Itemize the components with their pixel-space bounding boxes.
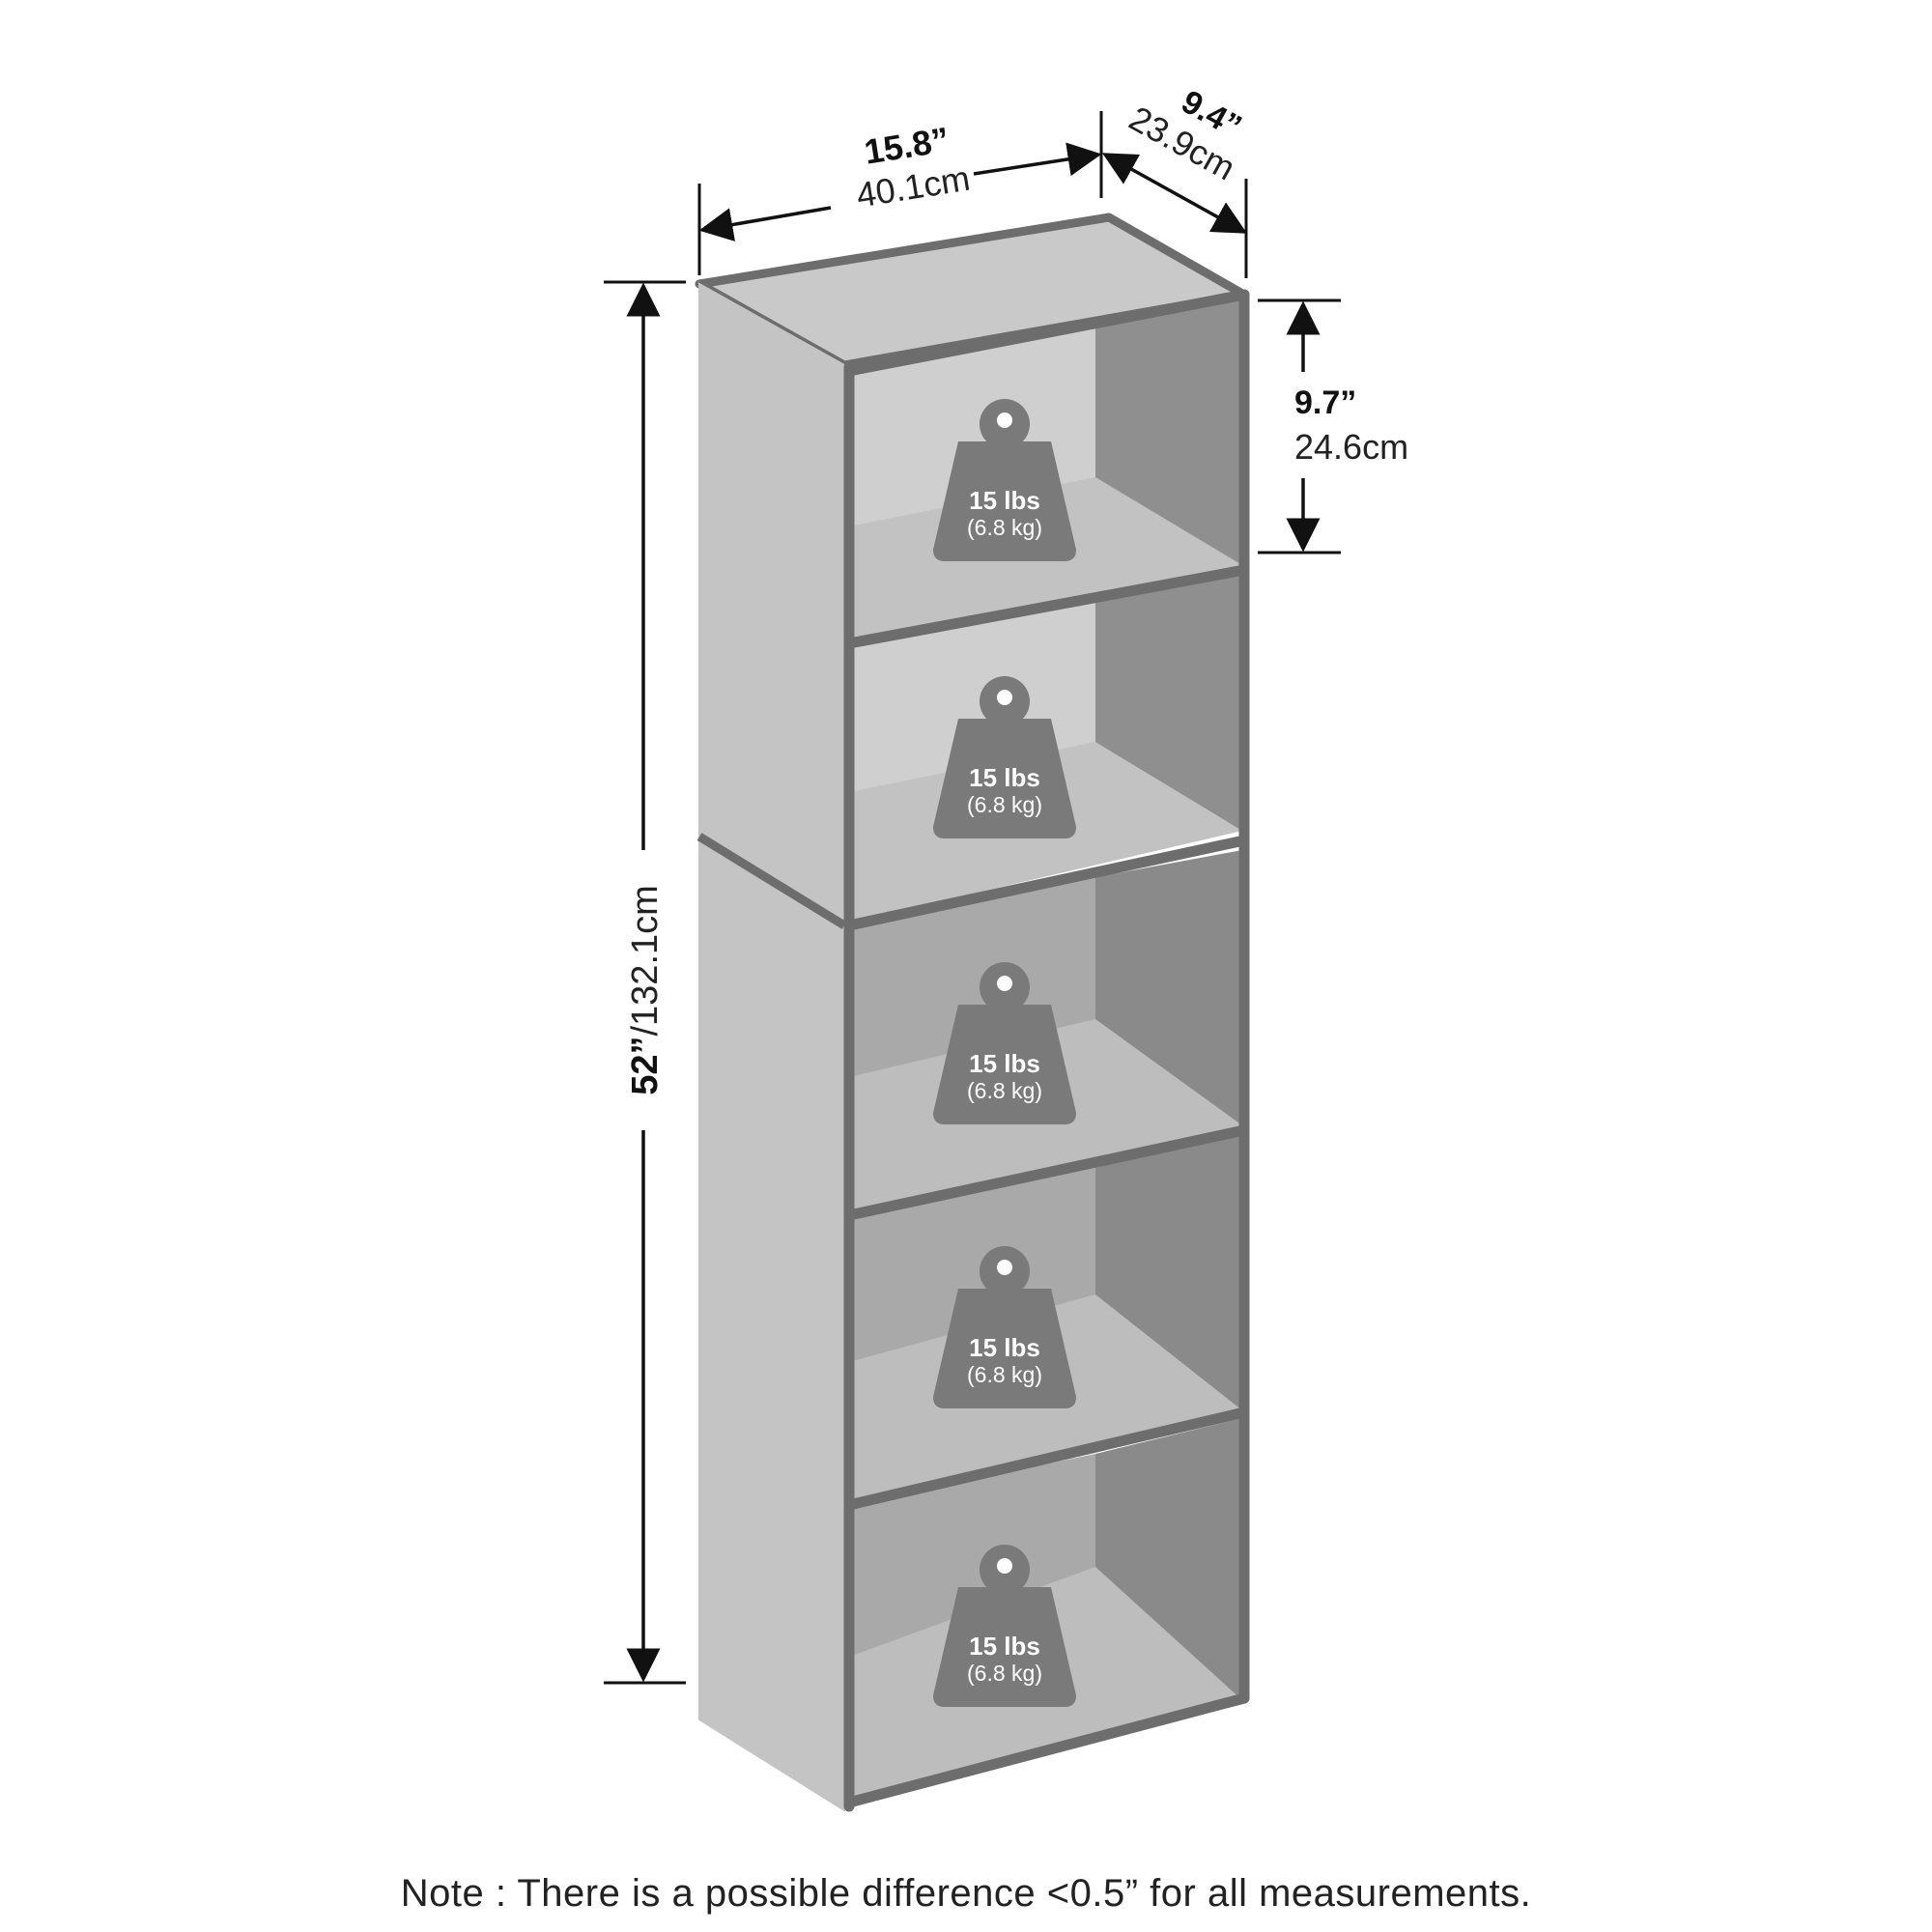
height-dimension: 52”/132.1cm xyxy=(604,280,686,1685)
shelf-height-dimension: 9.7” 24.6cm xyxy=(1258,298,1408,554)
height-inches-label: 52” xyxy=(625,1037,666,1095)
weight-kg-label: (6.8 kg) xyxy=(967,1078,1042,1103)
weight-icon-3: 15 lbs (6.8 kg) xyxy=(933,962,1076,1124)
weight-lbs-label: 15 lbs xyxy=(969,763,1040,792)
shelf-height-cm-label: 24.6cm xyxy=(1294,427,1408,467)
weight-lbs-label: 15 lbs xyxy=(969,1049,1040,1078)
measurement-note: Note : There is a possible difference <0… xyxy=(400,1872,1532,1915)
weight-kg-label: (6.8 kg) xyxy=(967,1661,1042,1686)
edge-frame xyxy=(843,289,1250,1812)
weight-kg-label: (6.8 kg) xyxy=(967,1362,1042,1387)
side-panel xyxy=(698,282,845,1812)
weight-icon-1: 15 lbs (6.8 kg) xyxy=(933,399,1076,561)
weight-kg-label: (6.8 kg) xyxy=(967,792,1042,817)
svg-text:52”/132.1cm: 52”/132.1cm xyxy=(625,885,666,1095)
weight-icon-4: 15 lbs (6.8 kg) xyxy=(933,1246,1076,1408)
weight-icon-5: 15 lbs (6.8 kg) xyxy=(933,1545,1076,1707)
module-seam xyxy=(696,833,847,929)
height-cm-label: /132.1cm xyxy=(625,885,666,1036)
weight-icon-2: 15 lbs (6.8 kg) xyxy=(933,676,1076,838)
weight-lbs-label: 15 lbs xyxy=(969,1333,1040,1362)
weight-lbs-label: 15 lbs xyxy=(969,1632,1040,1661)
weight-kg-label: (6.8 kg) xyxy=(967,515,1042,540)
weight-lbs-label: 15 lbs xyxy=(969,486,1040,515)
compartment-5 xyxy=(849,1418,1242,1799)
shelf-height-inches-label: 9.7” xyxy=(1294,384,1356,421)
